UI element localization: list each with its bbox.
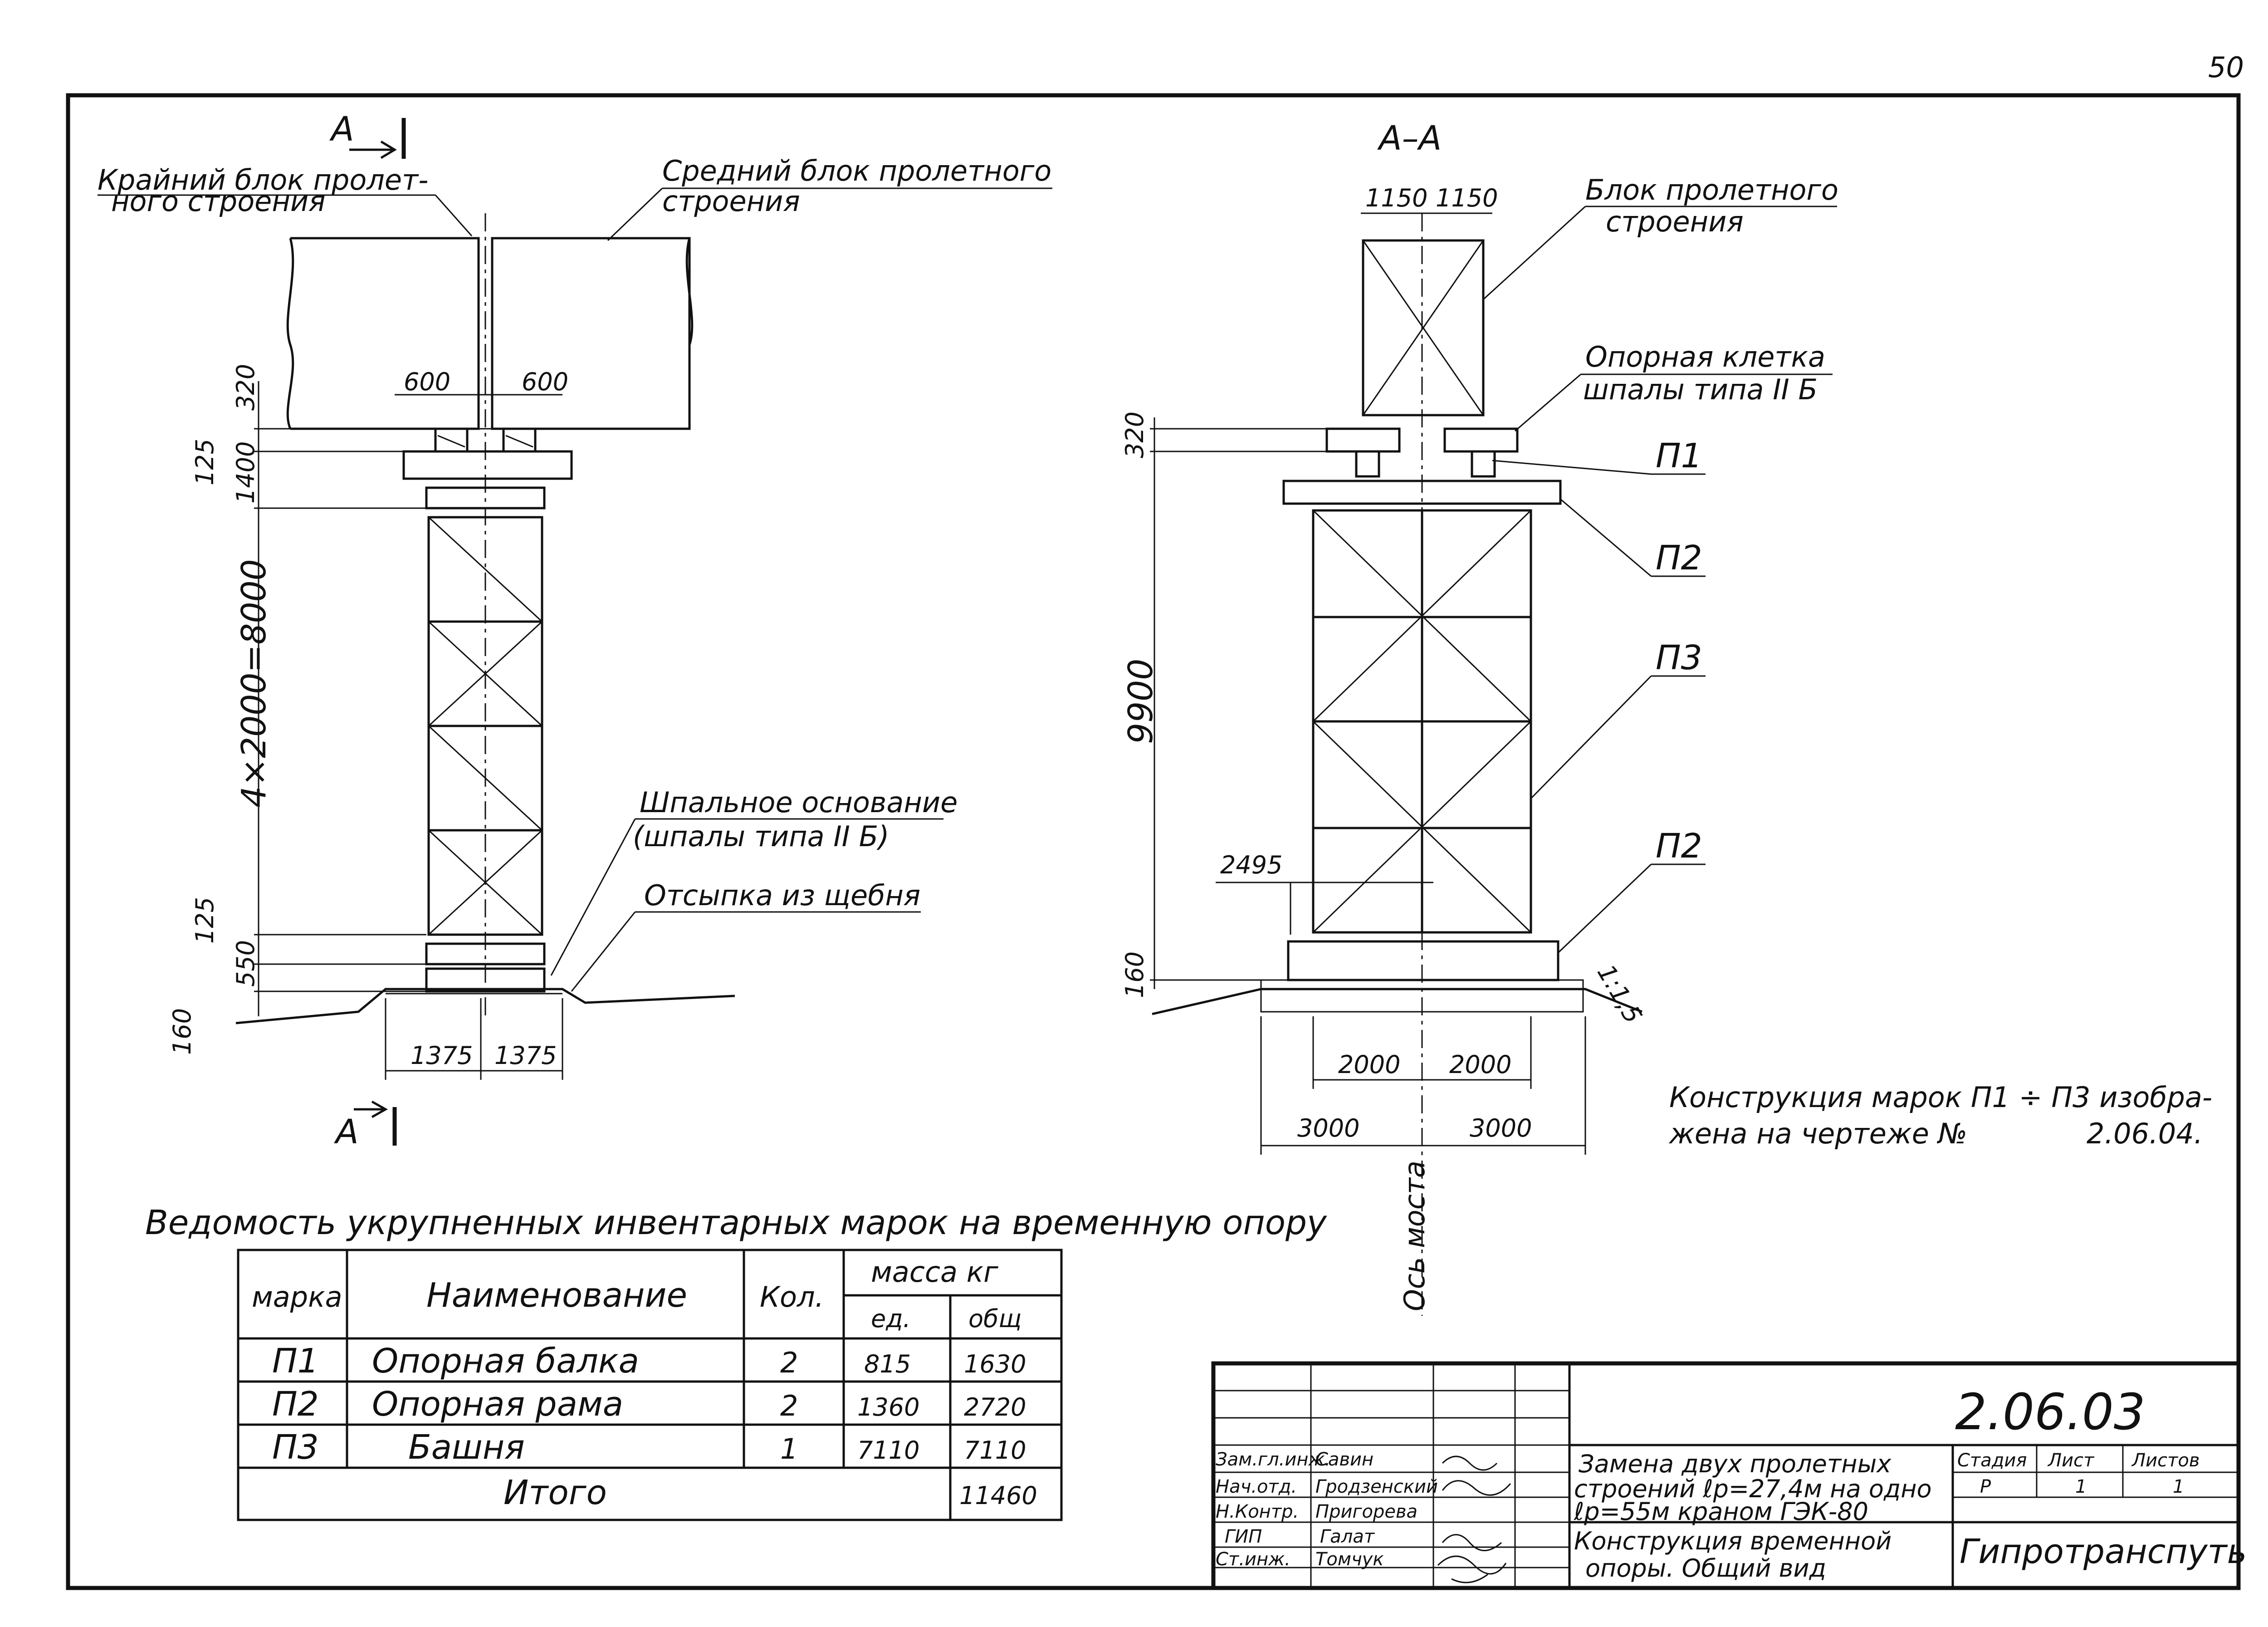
marks-table: Ведомость укрупненных инвентарных марок … [145, 1203, 1327, 1521]
label-end-block: Крайний блок пролет- ного строения [98, 163, 437, 218]
drawing-frame [66, 93, 2241, 1590]
cell-unit: 815 [864, 1350, 911, 1378]
dim-1375-left: 1375 [411, 1041, 473, 1070]
th-total: общ [968, 1304, 1022, 1333]
table-row: П2 Опорная рама 2 1360 2720 [272, 1385, 1026, 1424]
label-sleeper-base: Шпальное основание (шпалы типа II Б) [633, 786, 967, 853]
left-view: А Крайний блок пролет- ного строения Сре… [98, 110, 1061, 1152]
dim-125-bot-left: 125 [191, 897, 219, 944]
name-chief-eng: Савин [1315, 1449, 1374, 1470]
stage-header: Стадия [1957, 1450, 2027, 1471]
dim-320-right: 320 [1120, 412, 1149, 458]
cell-total: 7110 [964, 1436, 1026, 1465]
table-row: П1 Опорная балка 2 815 1630 [272, 1342, 1026, 1381]
title-block: 2.06.03 Зам.гл.инж. Савин Нач.отд. Гродз… [1211, 1361, 2247, 1590]
cell-qty: 2 [780, 1389, 798, 1422]
dim-600-left: 600 [404, 368, 450, 396]
th-mass: масса кг [871, 1255, 998, 1289]
axis-label: Ось моста [1398, 1161, 1431, 1311]
name-dept-head: Гродзенский [1315, 1476, 1438, 1497]
role-norm-control: Н.Контр. [1216, 1501, 1299, 1522]
sheets-value: 1 [2173, 1476, 2184, 1497]
dim-2000-left: 2000 [1338, 1050, 1400, 1079]
organization-name: Гипротранспуть [1960, 1532, 2247, 1571]
th-mark: марка [252, 1280, 342, 1313]
role-senior-eng: Ст.инж. [1216, 1549, 1290, 1570]
note-line-2: жена на чертеже № [1668, 1117, 1967, 1150]
cell-qty: 1 [780, 1432, 798, 1465]
cell-unit: 7110 [857, 1436, 919, 1465]
sheet-page-number: 50 [2208, 51, 2244, 84]
dim-9900: 9900 [1121, 659, 1160, 744]
label-support-cage: Опорная клетка шпалы типа II Б [1583, 340, 1834, 406]
cell-total: 2720 [964, 1393, 1026, 1421]
stamp-title-2: строений ℓр=27,4м на одно [1574, 1475, 1932, 1503]
label-gravel: Отсыпка из щебня [644, 879, 920, 912]
stamp-sub-2: опоры. Общий вид [1585, 1554, 1826, 1583]
label-span-block: Блок пролетного строения [1585, 173, 1848, 238]
dim-160-left: 160 [168, 1008, 196, 1055]
dim-320-left: 320 [231, 364, 260, 411]
sum-value: 11460 [959, 1481, 1037, 1510]
th-qty: Кол. [760, 1280, 824, 1313]
role-chief-eng: Зам.гл.инж. [1216, 1449, 1330, 1470]
dim-550-left: 550 [231, 940, 260, 987]
note-ref: 2.06.04. [2087, 1117, 2203, 1150]
name-senior-eng: Томчук [1315, 1549, 1384, 1570]
cell-mark: П2 [272, 1385, 319, 1424]
stage-value: Р [1980, 1476, 1991, 1497]
role-gip: ГИП [1225, 1526, 1262, 1547]
doc-number: 2.06.03 [1955, 1383, 2146, 1441]
role-dept-head: Нач.отд. [1216, 1476, 1297, 1497]
signature-marks [1437, 1455, 1511, 1583]
cell-mark: П1 [272, 1342, 319, 1381]
th-unit: ед. [871, 1304, 911, 1333]
cell-name: Опорная рама [372, 1385, 623, 1424]
dim-2495: 2495 [1220, 851, 1282, 879]
right-view: А–А 1150 1150 Блок пролетного строения О… [1120, 119, 1848, 1316]
table-row: П3 Башня 1 7110 7110 [272, 1428, 1026, 1467]
dim-1150-left: 1150 [1365, 184, 1427, 212]
cell-unit: 1360 [857, 1393, 919, 1421]
name-gip: Галат [1320, 1526, 1375, 1547]
section-mark-bottom: А [334, 1112, 359, 1152]
label-mid-block: Средний блок пролетного строения [662, 154, 1061, 218]
mark-p2-bottom: П2 [1656, 827, 1702, 866]
stamp-title-3: ℓр=55м краном ГЭК-80 [1574, 1497, 1868, 1526]
section-title: А–А [1377, 119, 1442, 158]
cell-name: Башня [408, 1428, 525, 1467]
stamp-sub-1: Конструкция временной [1574, 1527, 1892, 1555]
dim-1400-left: 1400 [231, 441, 260, 504]
cell-qty: 2 [780, 1346, 798, 1379]
sum-label: Итого [503, 1473, 607, 1512]
stamp-title-1: Замена двух пролетных [1579, 1450, 1892, 1478]
dim-3000-left: 3000 [1297, 1114, 1359, 1142]
sheet-header: Лист [2047, 1450, 2095, 1471]
dim-600-right: 600 [522, 368, 568, 396]
dim-1150-right: 1150 [1436, 184, 1498, 212]
cell-total: 1630 [964, 1350, 1026, 1378]
name-norm-control: Пригорева [1315, 1501, 1418, 1522]
mark-p3: П3 [1656, 638, 1702, 677]
dim-3000-right: 3000 [1470, 1114, 1532, 1142]
table-title: Ведомость укрупненных инвентарных марок … [145, 1203, 1327, 1242]
cell-name: Опорная балка [372, 1342, 639, 1381]
left-tower [427, 516, 543, 936]
section-mark-top: А [329, 110, 354, 149]
dim-1375-right: 1375 [494, 1041, 557, 1070]
dim-160-right: 160 [1120, 951, 1149, 998]
th-name: Наименование [426, 1276, 687, 1315]
construction-note: Конструкция марок П1 ÷ П3 изобра- жена н… [1668, 1081, 2212, 1150]
dim-2000-right: 2000 [1449, 1050, 1511, 1079]
mark-p1: П1 [1656, 436, 1702, 475]
dim-125-top-left: 125 [191, 439, 219, 485]
dim-height-left: 4×2000=8000 [235, 559, 274, 808]
sheet-value: 1 [2075, 1476, 2087, 1497]
note-line-1: Конструкция марок П1 ÷ П3 изобра- [1669, 1081, 2212, 1114]
cell-mark: П3 [272, 1428, 319, 1467]
mark-p2-top: П2 [1656, 539, 1702, 578]
sheets-header: Листов [2131, 1450, 2200, 1471]
